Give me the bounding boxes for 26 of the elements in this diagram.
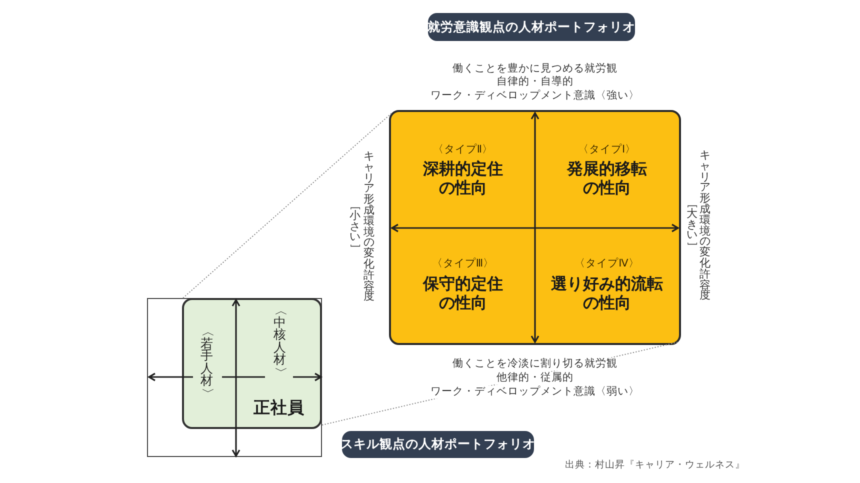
title-banner: スキル観点の人材ポートフォリオ (342, 431, 534, 458)
type-label: 〈タイプⅡ〉 (432, 144, 494, 156)
type-label: 〈タイプⅣ〉 (574, 258, 640, 270)
quadrant-title: 発展的移転の性向 (566, 158, 648, 198)
type-label: 〈タイプⅢ〉 (432, 258, 494, 270)
title-banner: 就労意識観点の人材ポートフォリオ (428, 13, 635, 41)
axis-label: 働くことを豊かに見つめる就労観 (452, 62, 618, 76)
dotted-line (182, 112, 392, 298)
box-label: 正社員 (254, 398, 304, 418)
axis-label: ［大きい］ (686, 198, 698, 252)
axis-label: ワーク・ディベロップメント意識〈強い〉 (430, 90, 640, 102)
type-label: 〈タイプⅠ〉 (578, 144, 636, 156)
quadrant-title: 深耕的定住の性向 (422, 158, 504, 198)
quadrant-panel (389, 110, 681, 345)
vertical-label: 〈中核人材〉 (274, 304, 286, 378)
axis-label: キャリア形成環境の変化許容度 (700, 150, 710, 302)
axis-label: 他律的・従属的 (494, 372, 576, 384)
quadrant-title: 保守的定住の性向 (422, 274, 504, 312)
axis-label: キャリア形成環境の変化許容度 (364, 151, 374, 303)
quadrant-title: 選り好み的流転の性向 (550, 274, 664, 312)
vertical-label: 〈若手人材〉 (200, 324, 214, 400)
source-note: 出典：村山昇『キャリア・ウェルネス』 (565, 459, 745, 471)
axis-label: ［小さい］ (350, 200, 360, 254)
axis-label: 働くことを冷淡に割り切る就労観 (450, 358, 620, 370)
outline-frame (147, 298, 322, 457)
axis-label: 自律的・自導的 (496, 76, 574, 88)
